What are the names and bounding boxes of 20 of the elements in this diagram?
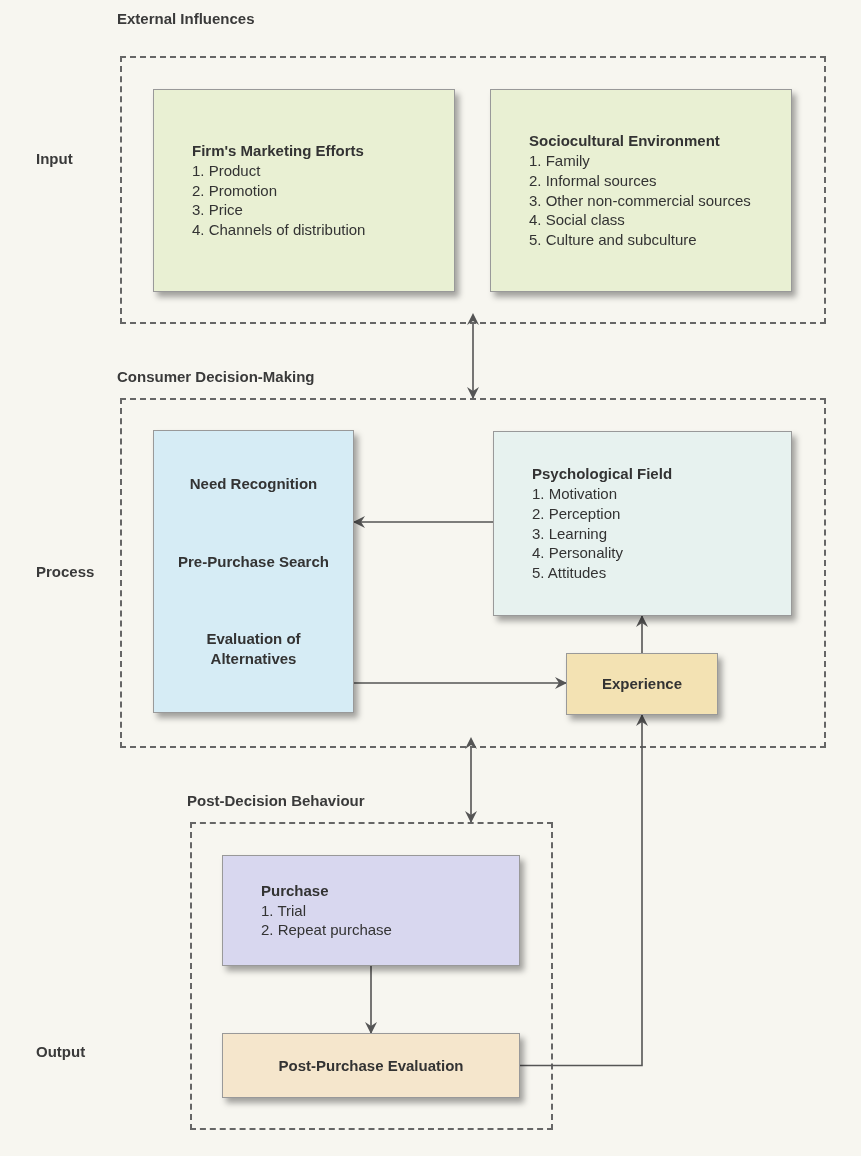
- list-box: Firm's Marketing Efforts 1. Product 2. Promotion 3. Price 4. Channels of distribution: [153, 89, 455, 292]
- arrow: [467, 313, 479, 399]
- group-title: Consumer Decision-Making: [117, 368, 315, 385]
- process-box: Experience: [566, 653, 718, 715]
- arrow: [465, 737, 477, 823]
- list-box: Sociocultural Environment 1. Family 2. Informal sources 3. Other non-commercial sources 4. Social class 5. Culture and subculture: [490, 89, 792, 292]
- stage-label: Process: [36, 563, 95, 580]
- stage-label: Output: [36, 1043, 86, 1060]
- arrow: [365, 965, 377, 1034]
- group-title: External Influences: [117, 10, 255, 27]
- arrow: [353, 677, 567, 689]
- process-box: Need Recognition Pre-Purchase Search Evaluation of Alternatives: [153, 430, 354, 713]
- group-title: Post-Decision Behaviour: [187, 792, 365, 809]
- arrow: [519, 714, 648, 1067]
- stage-label: Input: [36, 150, 73, 167]
- list-box: Purchase 1. Trial 2. Repeat purchase: [222, 855, 520, 966]
- arrow: [636, 615, 648, 654]
- process-box: Post-Purchase Evaluation: [222, 1033, 520, 1098]
- arrow: [353, 516, 494, 528]
- list-box: Psychological Field 1. Motivation 2. Perception 3. Learning 4. Personality 5. Attitudes: [493, 431, 792, 616]
